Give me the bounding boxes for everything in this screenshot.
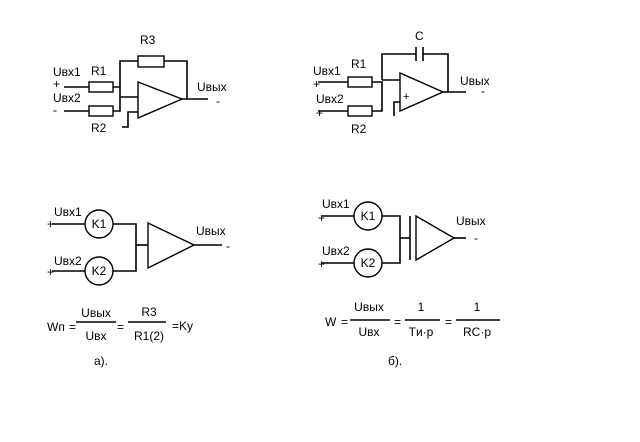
label-uvx2: Uвх2 <box>316 92 344 106</box>
formula-num-2: R3 <box>141 305 157 319</box>
label-plus-2: + <box>316 106 323 120</box>
label-plus-2: + <box>318 257 325 271</box>
formula-lhs: W <box>325 315 337 329</box>
formula-den-1: Uвх <box>85 329 106 343</box>
opamp-b <box>399 71 445 113</box>
formula-num-1: Uвых <box>354 300 384 314</box>
label-r1: R1 <box>351 57 367 71</box>
label-minus-2: - <box>53 103 57 117</box>
label-k2: K2 <box>361 256 376 270</box>
formula-num-1: Uвых <box>81 306 111 320</box>
feedback-right-wire <box>423 53 449 92</box>
label-r3: R3 <box>140 33 156 47</box>
label-opamp-plus: + <box>403 91 409 103</box>
integrator-b <box>415 214 456 262</box>
circuit-b: Uвх1 + Uвх2 + R1 R2 C + Uвых - <box>313 29 490 136</box>
caption-b: б). <box>388 354 402 368</box>
label-plus-1: + <box>318 211 325 225</box>
label-c: C <box>415 29 424 43</box>
label-plus-1: + <box>53 77 60 91</box>
caption-a: а). <box>94 354 108 368</box>
block-diagram-b: Uвх1 + Uвх2 + K1 K2 Uвых - <box>318 197 486 278</box>
ground-wire <box>122 111 138 128</box>
label-uvyx: Uвых <box>196 224 226 238</box>
label-k1: K1 <box>92 217 107 231</box>
label-out-sign: - <box>474 231 478 245</box>
formula-eq-2: = <box>117 320 124 334</box>
label-uvyx: Uвых <box>197 80 227 94</box>
summing-node <box>372 81 383 112</box>
label-plus-1: + <box>47 217 54 231</box>
label-r2: R2 <box>351 122 367 136</box>
formula-b: W = Uвых Uвх = 1 Tи·p = 1 RC·p б). <box>325 300 500 368</box>
label-out-sign: - <box>481 84 485 98</box>
label-out-sign: - <box>226 239 230 253</box>
label-uvyx: Uвых <box>456 214 486 228</box>
label-plus-2: + <box>47 265 54 279</box>
formula-den-3: RC·p <box>463 325 491 339</box>
formula-den-2: R1(2) <box>134 329 164 343</box>
label-k1: K1 <box>361 209 376 223</box>
resistor-r3 <box>137 55 165 68</box>
resistor-r2 <box>347 105 373 117</box>
label-uvyx: Uвых <box>460 74 490 88</box>
resistor-r1 <box>88 81 114 93</box>
label-uvx1: Uвх1 <box>53 65 81 79</box>
formula-eq-1: = <box>341 315 348 329</box>
formula-num-3: 1 <box>474 300 481 314</box>
label-plus-1: + <box>313 77 320 91</box>
circuit-a: Uвх1 + Uвх2 - R1 R2 R3 Uвых - <box>53 33 227 135</box>
label-uvx1: Uвх1 <box>54 205 82 219</box>
label-r2: R2 <box>91 121 107 135</box>
formula-eq-2: = <box>394 315 401 329</box>
label-r1: R1 <box>91 64 107 78</box>
block-diagram-a: Uвх1 + Uвх2 + K1 K2 Uвых - <box>47 205 230 286</box>
feedback-left-wire <box>119 60 138 87</box>
label-out-sign: - <box>216 94 220 108</box>
summing-node <box>113 86 121 112</box>
summing-wires <box>382 215 401 264</box>
formula-num-2: 1 <box>418 300 425 314</box>
formula-rhs: =Kу <box>172 319 193 333</box>
label-uvx2: Uвх2 <box>53 91 81 105</box>
amplifier-a <box>147 221 196 270</box>
summing-wires <box>113 223 137 272</box>
opamp-a <box>137 80 184 120</box>
formula-eq-1: = <box>69 320 76 334</box>
formula-eq-3: = <box>445 315 452 329</box>
resistor-r1 <box>347 76 373 88</box>
label-uvx2: Uвх2 <box>54 254 82 268</box>
noninverting-ground-wire <box>393 101 400 116</box>
label-uvx1: Uвх1 <box>313 64 341 78</box>
label-uvx2: Uвх2 <box>322 244 350 258</box>
formula-den-1: Uвх <box>358 325 379 339</box>
resistor-r2 <box>88 105 114 117</box>
formula-lhs: Wп <box>47 320 65 334</box>
label-k2: K2 <box>92 264 107 278</box>
feedback-right-wire <box>164 60 188 99</box>
formula-den-2: Tи·p <box>409 325 434 339</box>
feedback-left-wire <box>381 53 416 80</box>
label-uvx1: Uвх1 <box>322 197 350 211</box>
formula-a: Wп = Uвых Uвх = R3 R1(2) =Kу а). <box>47 305 193 368</box>
